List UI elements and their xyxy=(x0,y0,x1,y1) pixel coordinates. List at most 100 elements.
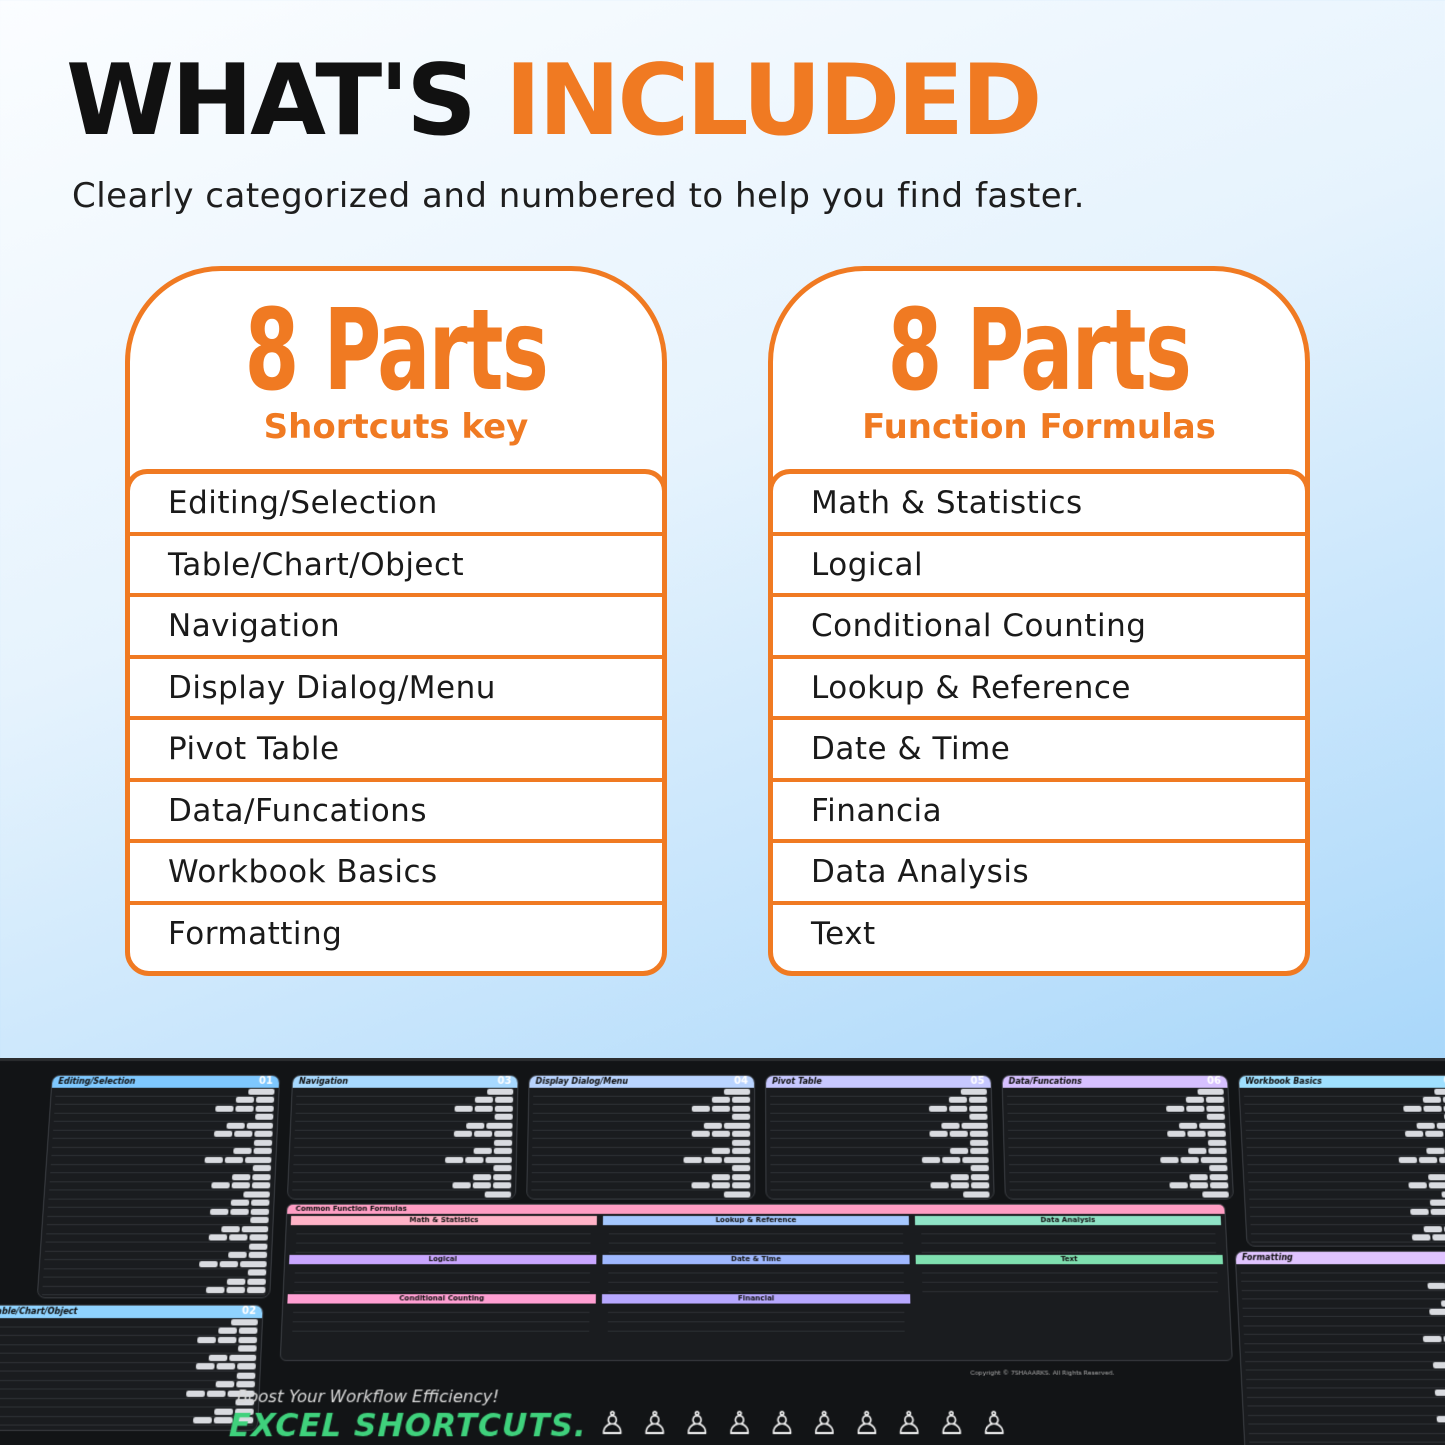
key-cap-icon xyxy=(252,1165,272,1172)
shortcut-row xyxy=(1244,1352,1445,1362)
shortcut-row xyxy=(54,1096,275,1105)
formulas-card-subtitle: Function Formulas xyxy=(862,406,1216,447)
shortcut-row xyxy=(1008,1164,1228,1174)
formula-section: Logical xyxy=(288,1254,597,1293)
list-item: Date & Time xyxy=(773,720,1305,782)
shortcut-row xyxy=(293,1147,513,1157)
shortcut-row xyxy=(1247,1397,1445,1407)
formula-row xyxy=(295,1243,591,1253)
formula-row xyxy=(921,1234,1216,1244)
posture-figure-icon: ♙ xyxy=(937,1405,966,1443)
key-cap-icon xyxy=(711,1105,730,1112)
shortcut-row xyxy=(531,1164,751,1174)
key-cap-icon xyxy=(683,1156,702,1163)
key-cap-icon xyxy=(970,1173,990,1181)
key-cap-icon xyxy=(1423,1225,1443,1233)
shortcut-row xyxy=(770,1087,987,1097)
shortcut-row xyxy=(1246,1379,1445,1389)
shortcut-panel-number: 06 xyxy=(1206,1075,1222,1087)
key-cap-icon xyxy=(1404,1131,1424,1138)
key-cap-icon xyxy=(970,1148,989,1155)
key-cap-icon xyxy=(205,1287,225,1294)
key-cap-icon xyxy=(453,1131,473,1138)
key-cap-icon xyxy=(711,1173,730,1181)
key-cap-icon xyxy=(230,1318,258,1326)
shortcut-row xyxy=(42,1277,266,1287)
shortcut-row xyxy=(41,1286,266,1296)
formula-row xyxy=(608,1225,904,1235)
shortcut-row xyxy=(294,1130,513,1139)
mousepad-slogan: Boost Your Workflow Efficiency! xyxy=(236,1386,500,1407)
formula-row xyxy=(296,1225,591,1235)
list-item: Data Analysis xyxy=(773,843,1305,905)
key-cap-icon xyxy=(732,1139,751,1146)
subheadline: Clearly categorized and numbered to help… xyxy=(72,176,1085,216)
shortcut-row xyxy=(293,1156,512,1165)
key-cap-icon xyxy=(963,1191,990,1198)
key-cap-icon xyxy=(254,1131,273,1138)
shortcut-row xyxy=(51,1138,273,1148)
shortcut-row xyxy=(0,1371,256,1381)
shortcut-panel-title: Formatting xyxy=(1235,1251,1445,1265)
formulas-card: 8 Parts Function Formulas Math & Statist… xyxy=(768,266,1310,976)
key-cap-icon xyxy=(950,1173,969,1181)
shortcut-row xyxy=(1249,1207,1445,1217)
shortcut-row xyxy=(1244,1343,1445,1353)
key-cap-icon xyxy=(251,1182,271,1189)
shortcut-row xyxy=(531,1173,751,1182)
posture-figure-icon: ♙ xyxy=(640,1405,669,1443)
key-cap-icon xyxy=(949,1131,968,1138)
key-cap-icon xyxy=(691,1105,710,1112)
key-cap-icon xyxy=(209,1208,229,1215)
key-cap-icon xyxy=(238,1336,258,1343)
key-cap-icon xyxy=(226,1122,245,1129)
shortcut-row xyxy=(294,1138,513,1148)
list-item: Financia xyxy=(773,782,1305,843)
shortcut-row xyxy=(1247,1406,1445,1416)
list-item: Data/Funcations xyxy=(130,782,662,843)
key-cap-icon xyxy=(1416,1122,1435,1129)
shortcut-row xyxy=(47,1199,270,1208)
shortcut-row xyxy=(1008,1147,1227,1157)
list-item: Conditional Counting xyxy=(773,597,1305,659)
key-cap-icon xyxy=(228,1234,248,1241)
shortcut-row xyxy=(533,1087,751,1097)
key-cap-icon xyxy=(218,1327,238,1335)
list-item: Formatting xyxy=(168,915,343,952)
key-cap-icon xyxy=(219,1260,239,1268)
shortcut-panel-title: Data/Funcations xyxy=(1002,1075,1228,1088)
shortcut-row xyxy=(1248,1433,1445,1443)
key-cap-icon xyxy=(235,1105,254,1112)
shortcut-row xyxy=(1244,1113,1445,1122)
key-cap-icon xyxy=(1207,1131,1226,1138)
key-cap-icon xyxy=(466,1122,485,1129)
shortcut-row xyxy=(53,1113,274,1122)
shortcut-row xyxy=(295,1104,513,1114)
mousepad-copyright: Copyright © 7SHAAARKS. All Rights Reserv… xyxy=(970,1369,1115,1377)
key-cap-icon xyxy=(732,1148,751,1155)
key-cap-icon xyxy=(487,1088,514,1095)
key-cap-icon xyxy=(493,1139,513,1146)
formula-row xyxy=(293,1303,590,1313)
shortcut-row xyxy=(770,1113,988,1122)
shortcut-row xyxy=(0,1407,254,1417)
key-cap-icon xyxy=(1209,1182,1229,1189)
posture-figures: ♙ ♙ ♙ ♙ ♙ ♙ ♙ ♙ ♙ ♙ xyxy=(598,1405,1008,1442)
shortcuts-card-list: Editing/Selection Table/Chart/Object Nav… xyxy=(130,469,662,966)
shortcuts-card-subtitle: Shortcuts key xyxy=(263,406,529,447)
shortcut-row xyxy=(770,1104,988,1114)
formula-section-title: Math & Statistics xyxy=(290,1215,597,1226)
key-cap-icon xyxy=(1441,1191,1445,1198)
key-cap-icon xyxy=(247,1269,267,1276)
key-cap-icon xyxy=(1188,1148,1207,1155)
key-cap-icon xyxy=(1166,1105,1185,1112)
key-cap-icon xyxy=(224,1156,244,1163)
shortcut-row xyxy=(54,1104,274,1114)
list-item: Logical xyxy=(773,536,1305,597)
shortcut-row xyxy=(531,1156,751,1165)
shortcut-row xyxy=(1009,1173,1229,1182)
key-cap-icon xyxy=(234,1131,253,1138)
shortcut-row xyxy=(770,1147,989,1157)
